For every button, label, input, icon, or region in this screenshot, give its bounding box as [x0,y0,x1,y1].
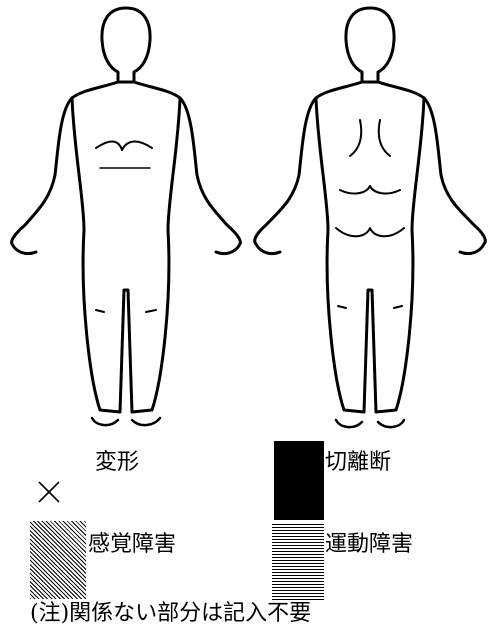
motor-impairment-swatch [272,522,324,600]
front-body-figure [10,6,242,427]
sensory-impairment-label: 感覚障害 [88,532,177,557]
deformity-x-mark-icon [38,481,60,503]
sensory-impairment-swatch [30,521,86,599]
deformity-label: 変形 [95,450,140,475]
motor-impairment-label: 運動障害 [325,532,414,557]
amputation-label: 切離断 [325,450,392,475]
amputation-swatch [274,441,324,520]
back-body-figure [253,6,487,429]
note-text: (注)関係ない部分は記入不要 [30,601,312,626]
body-diagram [10,6,487,429]
